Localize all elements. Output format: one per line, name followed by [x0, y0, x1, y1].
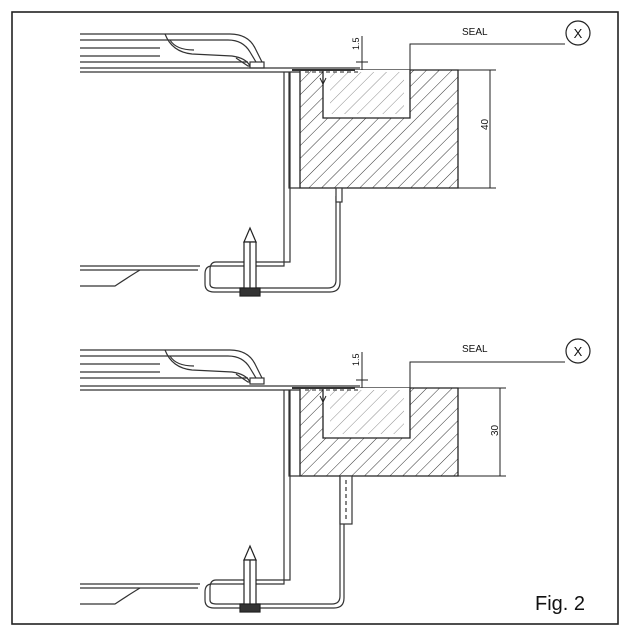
- dimension-thickness: [458, 69, 496, 189]
- seal-leader: [409, 361, 565, 388]
- callout-symbol: X: [574, 344, 583, 359]
- hob-body: [80, 390, 353, 609]
- seal-label: SEAL: [462, 27, 488, 38]
- worktop-30: [299, 387, 459, 477]
- hob-frame-profile: [80, 349, 360, 391]
- gap-label: 1.5: [351, 37, 361, 50]
- lower-section: 30 1.5 SEAL X: [80, 338, 591, 613]
- dimension-gap: [356, 352, 368, 388]
- dimension-gap: [356, 36, 368, 70]
- figure-frame: [11, 11, 619, 625]
- fixing-screw: [239, 544, 261, 613]
- seal-indicator: [305, 389, 360, 404]
- upper-section: 40 1.5 SEAL X: [80, 20, 591, 297]
- figure-caption: Fig. 2: [535, 593, 585, 615]
- callout-symbol: X: [574, 26, 583, 41]
- thickness-label: 30: [490, 424, 501, 436]
- seal-label: SEAL: [462, 344, 488, 355]
- gap-label: 1.5: [351, 353, 361, 366]
- callout-circle: [565, 20, 591, 46]
- thickness-label: 40: [480, 118, 491, 130]
- fixing-screw: [239, 226, 261, 297]
- seal-leader: [409, 43, 565, 70]
- seal-indicator: [305, 71, 360, 86]
- hob-body: [80, 72, 343, 293]
- worktop-40: [299, 69, 459, 189]
- hob-frame-profile: [80, 33, 360, 73]
- callout-circle: [565, 338, 591, 364]
- dimension-thickness: [458, 387, 506, 477]
